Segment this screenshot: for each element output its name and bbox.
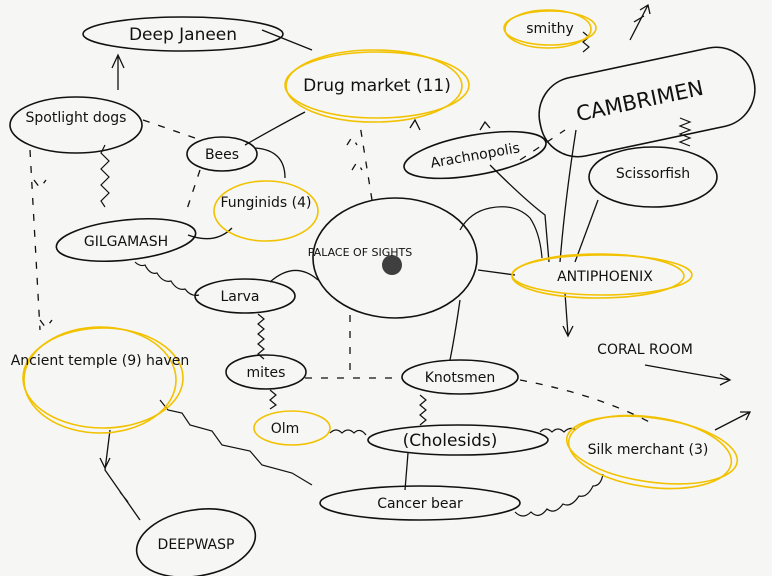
edge-scissorfish-antiphoenix (574, 199, 599, 263)
node-bees[interactable]: Bees (186, 136, 258, 172)
node-label: ANTIPHOENIX (557, 269, 653, 285)
edge-arachno-antiphoenix (489, 164, 550, 263)
node-drug-market[interactable]: Drug market (11) (284, 49, 470, 123)
arrow-palace-drug (346, 124, 373, 201)
node-label: smithy (526, 21, 573, 37)
node-cancer-bear[interactable]: Cancer bear (319, 485, 521, 521)
edge-temple-bear (159, 399, 313, 486)
node-label: Cancer bear (377, 496, 463, 512)
edge-olm-cholesids (329, 429, 367, 436)
node-cambrimen[interactable]: CAMBRIMEN (532, 40, 762, 164)
edge-cholesids-silk (539, 427, 577, 433)
node-label: Deep Janeen (129, 25, 237, 45)
node-label: Ancient temple (9) haven (11, 353, 190, 369)
node-label: CAMBRIMEN (574, 76, 706, 126)
edge-dogs-bees (142, 119, 196, 139)
node-spotlight-dogs[interactable]: Spotlight dogs (9, 96, 143, 154)
arrow-cambrimen-out (629, 3, 651, 41)
edge-gilgamash-larva (134, 261, 200, 296)
arrow-silk-out (714, 411, 752, 431)
node-funginids[interactable]: Funginids (4) (213, 180, 319, 242)
edge-gilgamash-funginids (187, 227, 233, 240)
node-label: GILGAMASH (84, 234, 168, 250)
node-palace-of-sights[interactable]: PALACE OF SIGHTS (308, 197, 478, 319)
node-label: mites (247, 365, 286, 381)
arrow-temple-deepwasp (99, 429, 141, 521)
arrow-dogs-janeen (111, 53, 125, 90)
edge-palace-larva (269, 269, 319, 283)
node-gilgamash[interactable]: GILGAMASH (54, 213, 197, 267)
edge-dogs-gilgamash (100, 144, 110, 208)
arrow-coral-out (644, 364, 732, 386)
arrow-antiphoenix-coral (562, 292, 574, 338)
edge-palace-antiphoenix (477, 269, 516, 276)
scribble-icon (382, 255, 402, 275)
node-ancient-temple[interactable]: Ancient temple (9) haven (11, 326, 190, 434)
arrow-arachno-drug (409, 118, 491, 131)
edge-bees-drug (244, 111, 306, 146)
node-arachnopolis[interactable]: Arachnopolis (401, 123, 550, 187)
edge-bees-funginids (254, 147, 286, 179)
node-knotsmen[interactable]: Knotsmen (401, 359, 519, 395)
edge-bees-gilgamash (184, 169, 201, 216)
node-label: DEEPWASP (158, 537, 235, 553)
node-label: Drug market (11) (303, 76, 451, 96)
edge-larva-mites (257, 313, 265, 360)
node-smithy[interactable]: smithy (503, 9, 597, 49)
node-deep-janeen[interactable]: Deep Janeen (82, 16, 284, 52)
node-label: Spotlight dogs (26, 110, 127, 126)
edge-cambrimen-antiphoenix (559, 129, 577, 263)
node-label: (Cholesids) (403, 431, 498, 451)
node-label: Scissorfish (616, 166, 690, 182)
node-scissorfish[interactable]: Scissorfish (588, 146, 718, 208)
node-label: Knotsmen (425, 370, 496, 386)
arrow-dogs-temple (29, 149, 53, 331)
node-silk-merchant[interactable]: Silk merchant (3) (562, 406, 741, 498)
edge-palace-knotsmen (449, 299, 461, 361)
edge-palace-antiphoenix-loop (459, 206, 543, 259)
node-label: Larva (221, 289, 260, 305)
edge-janeen-drug (261, 29, 313, 51)
edge-cambrimen-scissorfish (678, 117, 692, 147)
node-mites[interactable]: mites (225, 354, 307, 390)
node-larva[interactable]: Larva (194, 278, 296, 314)
edge-cholesids-bear (404, 452, 409, 491)
node-label: Olm (271, 421, 300, 437)
node-label: Funginids (4) (220, 195, 311, 211)
edge-knotsmen-silk (519, 379, 656, 426)
edges (29, 3, 752, 521)
node-label: Bees (205, 147, 239, 163)
node-coral-room[interactable]: CORAL ROOM (597, 342, 693, 358)
edge-bear-silk (514, 473, 604, 517)
edge-knotsmen-cholesids (419, 394, 427, 426)
node-label: PALACE OF SIGHTS (308, 246, 413, 259)
edge-smithy-cambrimen (582, 31, 590, 53)
node-label: Arachnopolis (429, 140, 521, 171)
node-olm[interactable]: Olm (253, 410, 331, 446)
node-deepwasp[interactable]: DEEPWASP (131, 500, 261, 576)
edge-mites-olm (269, 389, 278, 410)
node-antiphoenix[interactable]: ANTIPHOENIX (511, 253, 693, 299)
node-cholesids[interactable]: (Cholesids) (367, 424, 549, 456)
node-label: Silk merchant (3) (588, 442, 709, 458)
